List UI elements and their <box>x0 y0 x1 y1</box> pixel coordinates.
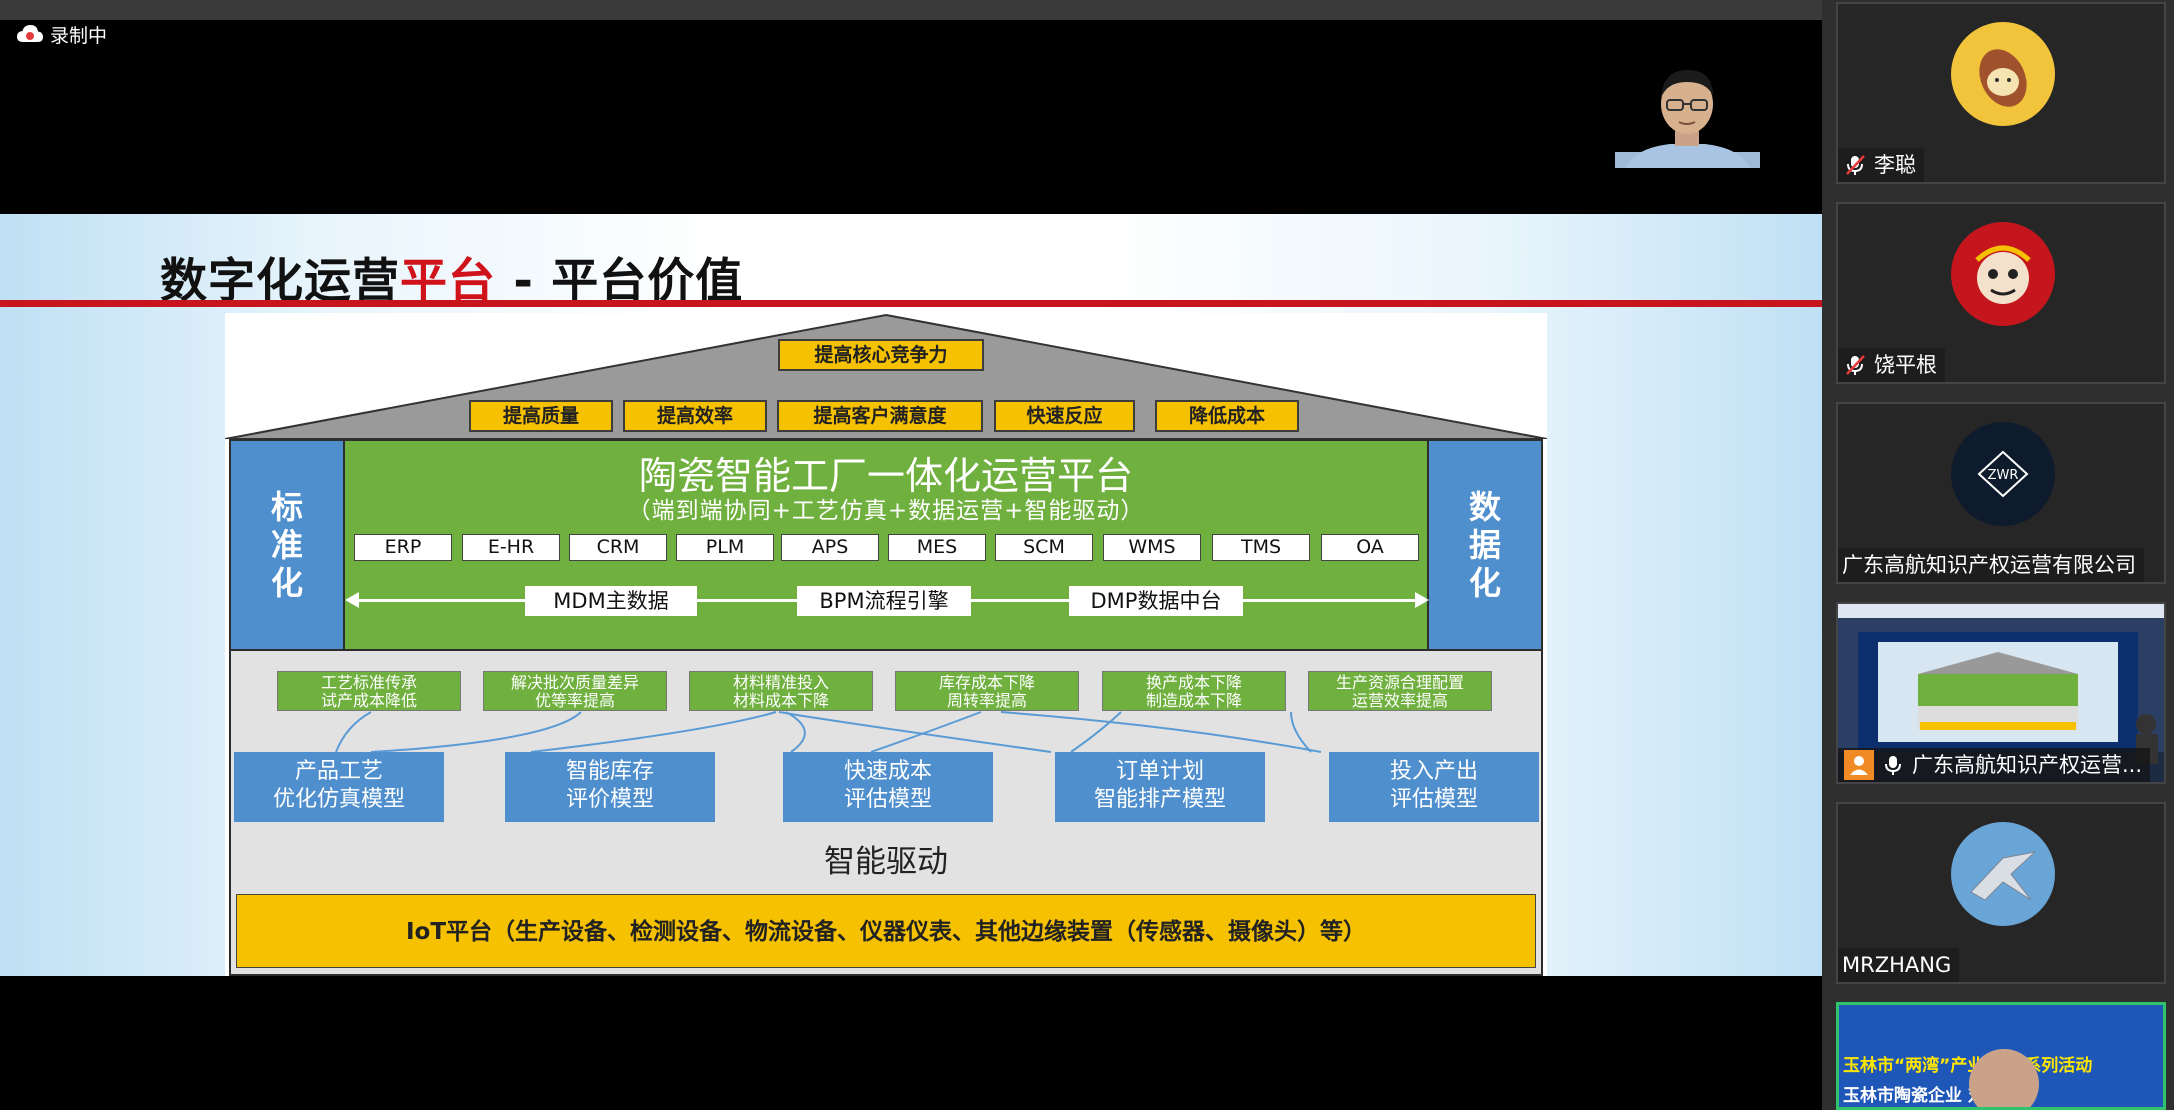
system-box: TMS <box>1212 534 1310 561</box>
banner-line-1: 玉林市“两湾”产业 发展系列活动 <box>1843 1056 2093 1076</box>
roof-item: 提高客户满意度 <box>777 400 983 432</box>
user-icon <box>1844 750 1874 780</box>
system-box: MES <box>888 534 986 561</box>
iot-platform-bar: IoT平台（生产设备、检测设备、物流设备、仪器仪表、其他边缘装置（传感器、摄像头… <box>236 894 1536 968</box>
participant-namebar: 饶平根 <box>1838 348 1945 382</box>
speaker-video[interactable] <box>1615 64 1760 168</box>
system-box: PLM <box>676 534 774 561</box>
top-strip <box>0 0 1822 20</box>
mic-muted-icon <box>1846 155 1865 175</box>
participant-tile[interactable]: MRZHANG <box>1836 802 2166 984</box>
roof-item: 降低成本 <box>1155 400 1299 432</box>
model-benefit-connectors <box>335 711 1322 753</box>
system-box: SCM <box>995 534 1093 561</box>
sweet-potato-avatar <box>1951 22 2055 126</box>
participant-name: 李聪 <box>1874 153 1916 177</box>
model-box: 产品工艺优化仿真模型 <box>234 752 444 822</box>
recording-label: 录制中 <box>50 24 108 47</box>
roof-item: 提高效率 <box>623 400 767 432</box>
model-box: 智能库存评价模型 <box>505 752 715 822</box>
mic-icon <box>1885 756 1901 775</box>
participant-tile[interactable]: 饶平根 <box>1836 202 2166 384</box>
roof-item: 提高质量 <box>469 400 613 432</box>
system-box: ERP <box>354 534 452 561</box>
intelligent-drive-label: 智能驱动 <box>824 844 948 880</box>
intelligent-drive-layer: 工艺标准传承试产成本降低 解决批次质量差异优等率提高 材料精准投入材料成本下降 … <box>229 651 1543 976</box>
benefit-box: 工艺标准传承试产成本降低 <box>277 671 461 711</box>
mic-muted-icon <box>1846 355 1865 375</box>
participant-name: MRZHANG <box>1842 953 1952 977</box>
participant-namebar: 李聪 <box>1838 148 1924 182</box>
event-banner-tile[interactable]: 玉林市“两湾”产业 发展系列活动 玉林市陶瓷企业 对接会 <box>1836 1002 2166 1110</box>
middleware-label: DMP数据中台 <box>1069 586 1243 616</box>
benefit-box: 材料精准投入材料成本下降 <box>689 671 873 711</box>
presentation-slide: 数字化运营平台 - 平台价值 提高核心竞争力 提高质量 提高效率 提高客户满意度… <box>0 214 1822 976</box>
system-box: WMS <box>1103 534 1201 561</box>
benefit-box: 库存成本下降周转率提高 <box>895 671 1079 711</box>
zwr-logo-avatar: ZWR <box>1951 422 2055 526</box>
roof-top-label: 提高核心竞争力 <box>778 339 984 371</box>
platform-layer: 标准化 数据化 陶瓷智能工厂一体化运营平台 （端到端协同+工艺仿真+数据运营+智… <box>229 439 1543 651</box>
participant-namebar: 广东高航知识产权运营有限公司 <box>1838 548 2144 582</box>
cloud-record-icon <box>17 25 43 42</box>
speaker-person <box>1615 70 1760 168</box>
title-divider <box>0 300 1822 307</box>
participant-tile[interactable]: 李聪 <box>1836 2 2166 184</box>
system-box: APS <box>781 534 879 561</box>
fighter-jet-avatar <box>1951 822 2055 926</box>
arrow-right-icon <box>1415 592 1429 608</box>
platform-title: 陶瓷智能工厂一体化运营平台 <box>638 454 1133 498</box>
roof-item: 快速反应 <box>994 400 1135 432</box>
datafication-pillar: 数据化 <box>1427 441 1541 649</box>
system-box: OA <box>1321 534 1419 561</box>
participant-video-tile[interactable]: 广东高航知识产权运营... <box>1836 602 2166 784</box>
participant-name: 饶平根 <box>1874 353 1937 377</box>
svg-text:ZWR: ZWR <box>1988 468 2019 483</box>
participant-namebar: 广东高航知识产权运营... <box>1838 748 2151 782</box>
middleware-label: MDM主数据 <box>525 586 697 616</box>
model-box: 订单计划智能排产模型 <box>1055 752 1265 822</box>
middleware-label: BPM流程引擎 <box>797 586 971 616</box>
monkey-king-avatar <box>1951 222 2055 326</box>
benefit-box: 生产资源合理配置运营效率提高 <box>1308 671 1492 711</box>
system-box: CRM <box>569 534 667 561</box>
benefit-box: 解决批次质量差异优等率提高 <box>483 671 667 711</box>
participant-name: 广东高航知识产权运营有限公司 <box>1842 553 2136 577</box>
arrow-left-icon <box>345 592 359 608</box>
platform-house-diagram: 提高核心竞争力 提高质量 提高效率 提高客户满意度 快速反应 降低成本 标准化 … <box>225 313 1547 976</box>
system-box: E-HR <box>462 534 560 561</box>
slide-title: 数字化运营平台 - 平台价值 <box>160 254 744 309</box>
standardization-pillar: 标准化 <box>231 441 345 649</box>
shared-screen-area: 录制中 数字化运营平台 - 平台价值 提高核心竞争 <box>0 0 1822 1110</box>
participant-name: 广东高航知识产权运营... <box>1912 753 2143 777</box>
speaker-head <box>1969 1049 2039 1107</box>
participants-panel: 李聪 饶平根 ZWR 广东高航知识产权运营有限公司 <box>1822 0 2174 1110</box>
participant-namebar: MRZHANG <box>1838 948 1960 982</box>
model-box: 快速成本评估模型 <box>783 752 993 822</box>
benefit-box: 换产成本下降制造成本下降 <box>1102 671 1286 711</box>
platform-subtitle: （端到端协同+工艺仿真+数据运营+智能驱动） <box>627 498 1145 524</box>
recording-indicator[interactable]: 录制中 <box>16 22 108 47</box>
model-box: 投入产出评估模型 <box>1329 752 1539 822</box>
participant-tile[interactable]: ZWR 广东高航知识产权运营有限公司 <box>1836 402 2166 584</box>
